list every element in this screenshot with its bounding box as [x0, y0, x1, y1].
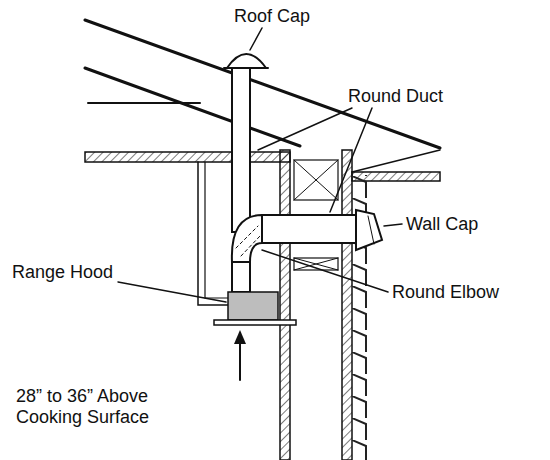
ceiling	[85, 152, 290, 162]
sheathing	[342, 150, 352, 460]
leader-line	[250, 28, 262, 50]
arrow-head	[234, 330, 246, 344]
part-label: Range Hood	[10, 262, 115, 283]
rafter-line	[85, 68, 300, 146]
roof-line	[85, 20, 440, 148]
dimension-note: 28” to 36” Above Cooking Surface	[14, 386, 218, 428]
leader-line	[258, 108, 352, 150]
fascia	[352, 150, 440, 172]
part-label: Roof Cap	[232, 6, 312, 27]
wall-cap	[356, 210, 382, 250]
hood-base	[214, 320, 296, 325]
part-label: Round Elbow	[390, 282, 501, 303]
cabinet	[198, 162, 230, 305]
leader-line	[118, 282, 226, 302]
attic-line	[88, 102, 200, 104]
roof-cap	[227, 54, 266, 68]
part-label: Wall Cap	[404, 214, 480, 235]
height-arrow	[239, 342, 241, 380]
cabinet-inner	[205, 162, 230, 298]
vertical-duct	[232, 66, 250, 232]
drywall	[280, 150, 290, 460]
roof-cap-rim	[224, 67, 268, 69]
hood-duct	[232, 262, 250, 292]
wall-cap-flap	[368, 216, 374, 244]
round-elbow	[232, 215, 262, 262]
leader-line	[330, 108, 372, 212]
part-label: Round Duct	[346, 86, 445, 107]
horizontal-duct	[262, 215, 356, 243]
top-plate	[294, 160, 338, 200]
elbow-seams	[236, 226, 260, 256]
leader-line	[384, 224, 402, 226]
range-hood	[228, 292, 278, 320]
leader-line	[262, 250, 388, 292]
top-plate-cross	[294, 160, 338, 200]
